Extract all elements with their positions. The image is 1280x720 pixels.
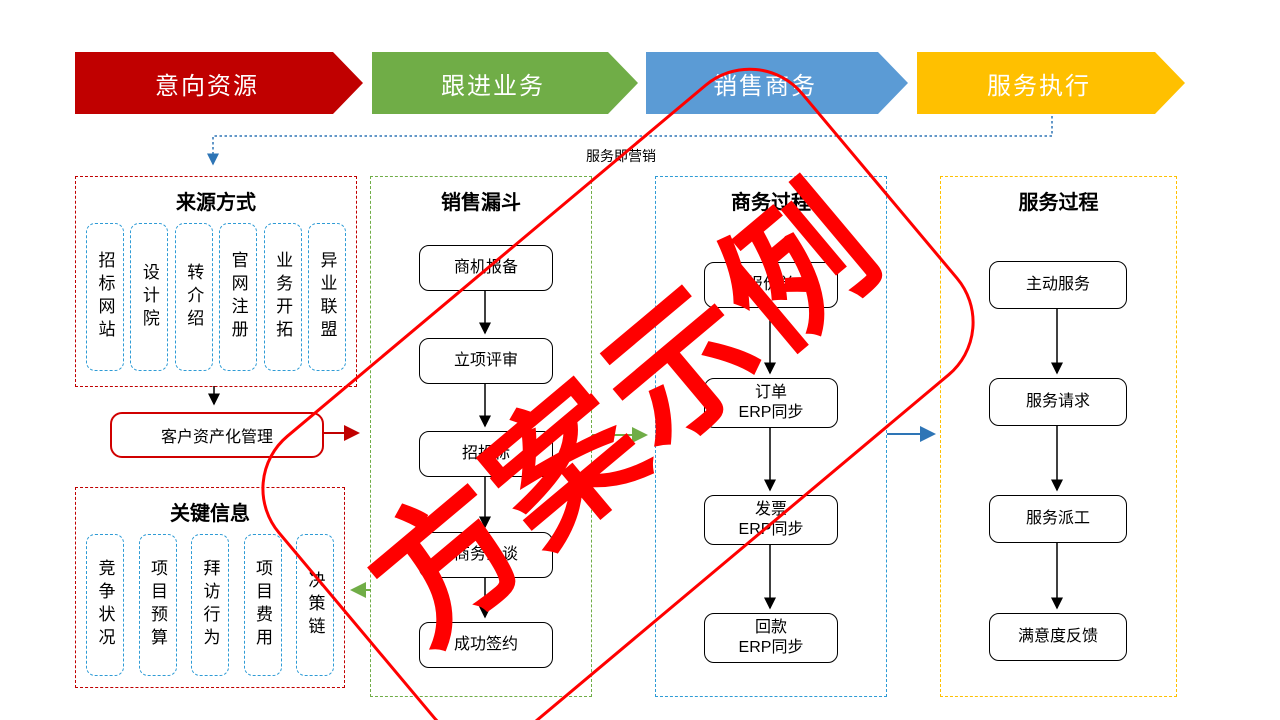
- business-step-order-erp-sync: 订单 ERP同步: [704, 378, 838, 428]
- banner-intent-resources: 意向资源: [75, 52, 363, 114]
- source-item-business-development: 业务开拓: [263, 223, 302, 371]
- feedback-line-label: 服务即营销: [586, 148, 656, 164]
- key-information-title: 关键信息: [170, 503, 250, 525]
- source-methods-items: 招标网站 设计院 转介绍 官网注册 业务开拓 异业联盟: [76, 223, 356, 371]
- source-methods-title: 来源方式: [176, 192, 256, 214]
- source-methods-panel: 来源方式 招标网站 设计院 转介绍 官网注册 业务开拓 异业联盟: [75, 176, 357, 387]
- funnel-step-opportunity-filing: 商机报备: [419, 245, 553, 291]
- banner-service-execution-label: 服务执行: [987, 72, 1091, 100]
- funnel-step-successful-signing: 成功签约: [419, 622, 553, 668]
- source-item-design-institute: 设计院: [130, 223, 169, 371]
- banner-follow-up-business-label: 跟进业务: [441, 72, 545, 100]
- service-step-service-request: 服务请求: [989, 378, 1127, 426]
- funnel-step-business-negotiation: 商务洽谈: [419, 532, 553, 578]
- service-process-panel: 服务过程: [940, 176, 1177, 697]
- service-process-title: 服务过程: [1018, 192, 1099, 214]
- source-item-referral: 转介绍: [174, 223, 213, 371]
- customer-asset-management-label: 客户资产化管理: [160, 429, 273, 446]
- source-item-bidding-website: 招标网站: [86, 223, 124, 371]
- banner-intent-resources-label: 意向资源: [155, 72, 259, 100]
- business-step-quotation: 报价单: [704, 262, 838, 308]
- sales-funnel-panel: 销售漏斗: [370, 176, 592, 697]
- banner-sales-commerce-label: 销售商务: [713, 72, 817, 100]
- key-information-items: 竞争状况 项目预算 拜访行为 项目费用 决策链: [76, 534, 344, 676]
- service-step-service-dispatch: 服务派工: [989, 495, 1127, 543]
- key-item-visit-behavior: 拜访行为: [191, 534, 229, 676]
- banner-follow-up-business: 跟进业务: [372, 52, 638, 114]
- business-process-panel: 商务过程: [655, 176, 887, 697]
- funnel-step-bidding: 招投标: [419, 431, 553, 477]
- source-item-website-registration: 官网注册: [219, 223, 258, 371]
- banner-service-execution: 服务执行: [917, 52, 1185, 114]
- key-item-project-budget: 项目预算: [138, 534, 177, 676]
- service-step-proactive-service: 主动服务: [989, 261, 1127, 309]
- service-step-satisfaction-feedback: 满意度反馈: [989, 613, 1127, 661]
- sales-funnel-title: 销售漏斗: [441, 192, 521, 214]
- funnel-step-project-review: 立项评审: [419, 338, 553, 384]
- key-item-decision-chain: 决策链: [296, 534, 334, 676]
- business-step-payment-erp-sync: 回款 ERP同步: [704, 613, 838, 663]
- banner-sales-commerce: 销售商务: [646, 52, 908, 114]
- business-process-title: 商务过程: [731, 192, 811, 214]
- key-information-panel: 关键信息 竞争状况 项目预算 拜访行为 项目费用 决策链: [75, 487, 345, 688]
- business-step-invoice-erp-sync: 发票 ERP同步: [704, 495, 838, 545]
- source-item-cross-industry-alliance: 异业联盟: [307, 223, 346, 371]
- customer-asset-management-box: 客户资产化管理: [110, 412, 324, 458]
- key-item-project-cost: 项目费用: [243, 534, 282, 676]
- key-item-competition-status: 竞争状况: [86, 534, 124, 676]
